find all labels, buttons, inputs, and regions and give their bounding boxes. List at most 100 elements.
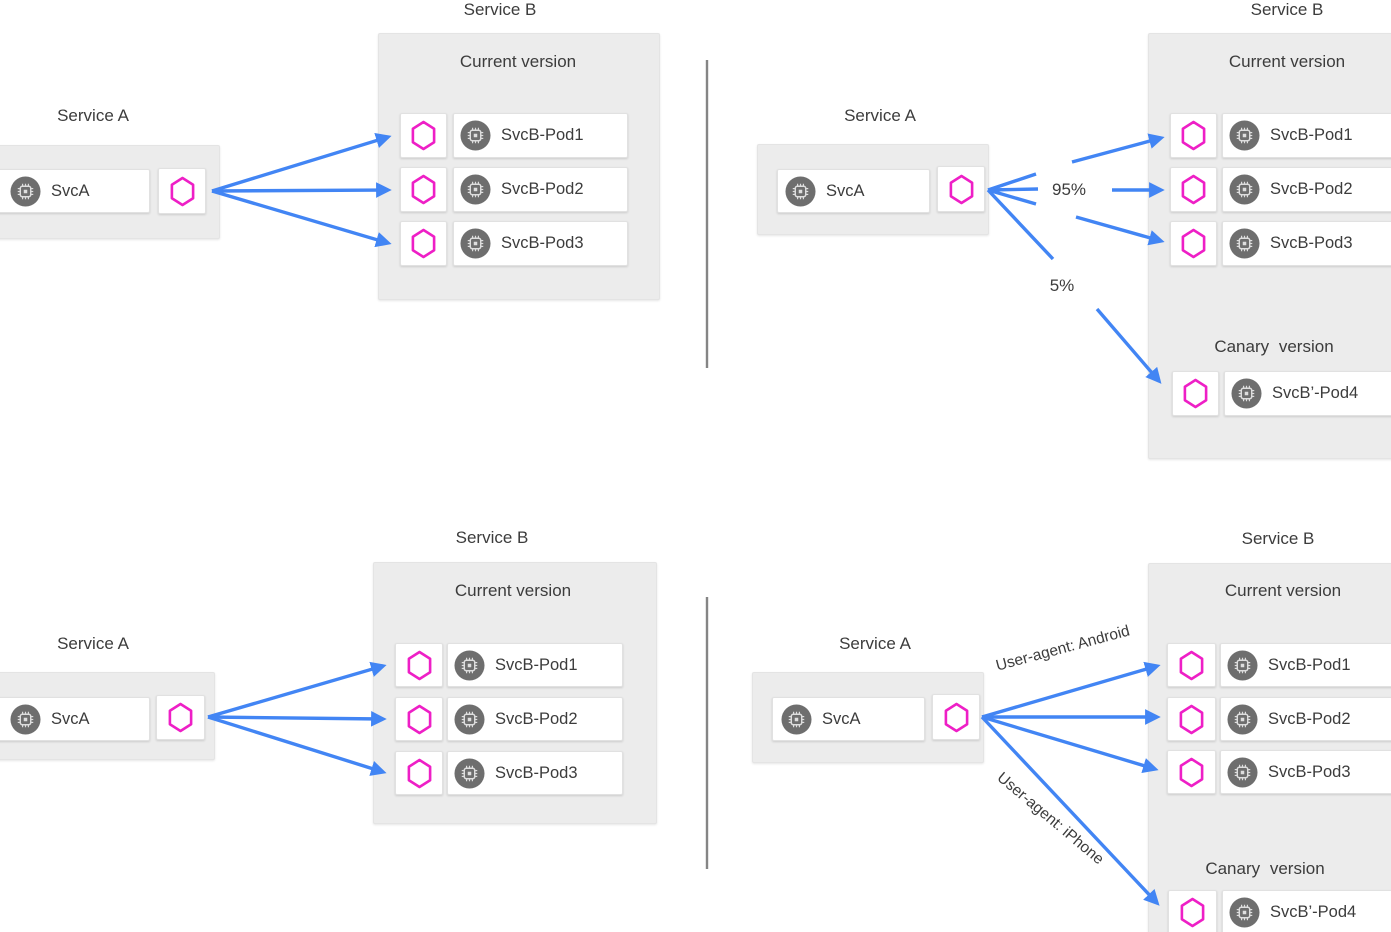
pod-card: SvcB-Pod2	[1220, 697, 1391, 741]
pod-card: SvcB-Pod2	[447, 697, 623, 741]
arrow-stub	[987, 188, 1037, 206]
arrow-a-to-pod2	[207, 711, 387, 727]
service-a-sidecar-card	[932, 694, 980, 740]
sidecar-proxy-icon	[1178, 704, 1205, 735]
current-version-label: Current version	[454, 581, 572, 600]
pod-sidecar-card	[1172, 371, 1219, 416]
sidecar-proxy-icon	[410, 174, 437, 205]
service-b-title: Service B	[455, 528, 529, 547]
pod-card: SvcB-Pod3	[1220, 750, 1391, 794]
pod-sidecar-card	[395, 697, 443, 741]
sidecar-proxy-icon	[406, 650, 433, 681]
service-icon	[785, 176, 816, 207]
pod-sidecar-card	[1170, 221, 1217, 266]
pod-label: SvcB’-Pod4	[1270, 902, 1357, 921]
arrow-a-to-pod3	[207, 715, 387, 776]
sidecar-proxy-icon	[410, 228, 437, 259]
pod-sidecar-card	[1167, 643, 1216, 687]
arrow-android-to-pod1	[981, 661, 1161, 719]
service-b-title: Service B	[1250, 0, 1324, 19]
pod-label: SvcB-Pod1	[1268, 655, 1351, 674]
sidecar-proxy-icon	[1180, 120, 1207, 151]
arrow-to-pod3	[981, 715, 1159, 774]
pod-sidecar-card	[1167, 750, 1216, 794]
service-icon	[10, 704, 41, 735]
sidecar-proxy-icon	[1179, 897, 1206, 928]
current-weight-label: 95%	[1051, 180, 1087, 199]
pod-label: SvcB-Pod3	[1270, 234, 1353, 252]
service-icon	[1229, 120, 1260, 151]
sidecar-proxy-icon	[169, 176, 196, 207]
service-icon	[1229, 228, 1260, 259]
service-icon	[1229, 897, 1260, 928]
sidecar-proxy-icon	[948, 174, 975, 205]
pod-card: SvcB-Pod1	[1220, 643, 1391, 687]
service-icon	[460, 228, 491, 259]
service-a-label: SvcA	[51, 709, 90, 728]
arrow-a-to-pod1	[211, 133, 392, 193]
pod-card: SvcB-Pod3	[1222, 221, 1391, 266]
pod-label: SvcB-Pod3	[1268, 762, 1351, 781]
pod-sidecar-card	[400, 221, 447, 266]
service-a-title: Service A	[57, 106, 129, 125]
service-icon	[460, 174, 491, 205]
user-agent-android-label: User-agent: Android	[994, 622, 1132, 675]
service-icon	[1231, 378, 1262, 409]
arrow-iphone-to-pod4	[980, 715, 1160, 906]
canary-version-label: Canary version	[1205, 859, 1325, 878]
current-version-label: Current version	[1224, 581, 1342, 600]
sidecar-proxy-icon	[410, 120, 437, 151]
pod-sidecar-card	[1167, 697, 1216, 741]
pod-card: SvcB’-Pod4	[1222, 890, 1391, 932]
sidecar-proxy-icon	[1180, 228, 1207, 259]
service-b-panel	[1148, 563, 1391, 932]
sidecar-proxy-icon	[406, 704, 433, 735]
pod-label: SvcB-Pod2	[1270, 180, 1353, 198]
pod-label: SvcB-Pod1	[495, 655, 578, 674]
service-icon	[454, 704, 485, 735]
service-a-sidecar-card	[156, 695, 205, 740]
service-icon	[781, 704, 812, 735]
pod-sidecar-card	[1170, 167, 1217, 212]
service-a-sidecar-card	[937, 166, 985, 212]
service-a-sidecar-card	[158, 168, 206, 214]
pod-card: SvcB-Pod2	[1222, 167, 1391, 212]
service-icon	[1227, 650, 1258, 681]
service-icon	[1229, 174, 1260, 205]
service-a-card: SvcA	[777, 169, 930, 213]
service-a-card: SvcA	[0, 169, 150, 213]
pod-card: SvcB-Pod3	[447, 751, 623, 795]
service-icon	[454, 650, 485, 681]
sidecar-proxy-icon	[1178, 757, 1205, 788]
pod-label: SvcB-Pod2	[1268, 709, 1351, 728]
pod-label: SvcB-Pod2	[495, 709, 578, 728]
canary-version-label: Canary version	[1214, 337, 1334, 356]
pod-label: SvcB-Pod3	[495, 763, 578, 782]
service-a-title: Service A	[839, 634, 911, 653]
arrow-a-to-pod2	[211, 182, 392, 198]
pod-card: SvcB-Pod3	[453, 221, 628, 266]
arrow-a-to-pod1	[207, 661, 387, 719]
pod-card: SvcB’-Pod4	[1224, 371, 1391, 416]
service-a-label: SvcA	[51, 181, 90, 200]
current-version-label: Current version	[1228, 52, 1346, 71]
service-a-title: Service A	[57, 634, 129, 653]
sidecar-proxy-icon	[1182, 378, 1209, 409]
pod-card: SvcB-Pod2	[453, 167, 628, 212]
canary-weight-label: 5%	[1049, 276, 1075, 295]
pod-sidecar-card	[395, 751, 443, 795]
sidecar-proxy-icon	[943, 702, 970, 733]
pod-label: SvcB-Pod1	[1270, 126, 1353, 144]
pod-label: SvcB’-Pod4	[1272, 384, 1359, 402]
sidecar-proxy-icon	[167, 702, 194, 733]
service-b-title: Service B	[463, 0, 537, 19]
sidecar-proxy-icon	[1180, 174, 1207, 205]
service-b-title: Service B	[1241, 529, 1315, 548]
user-agent-iphone-label: User-agent: iPhone	[993, 769, 1107, 869]
arrow-a-to-pod3	[211, 189, 392, 248]
service-icon	[1227, 704, 1258, 735]
arrow-stub	[987, 172, 1037, 192]
service-a-card: SvcA	[0, 697, 150, 741]
pod-sidecar-card	[395, 643, 443, 687]
pod-card: SvcB-Pod1	[1222, 113, 1391, 158]
